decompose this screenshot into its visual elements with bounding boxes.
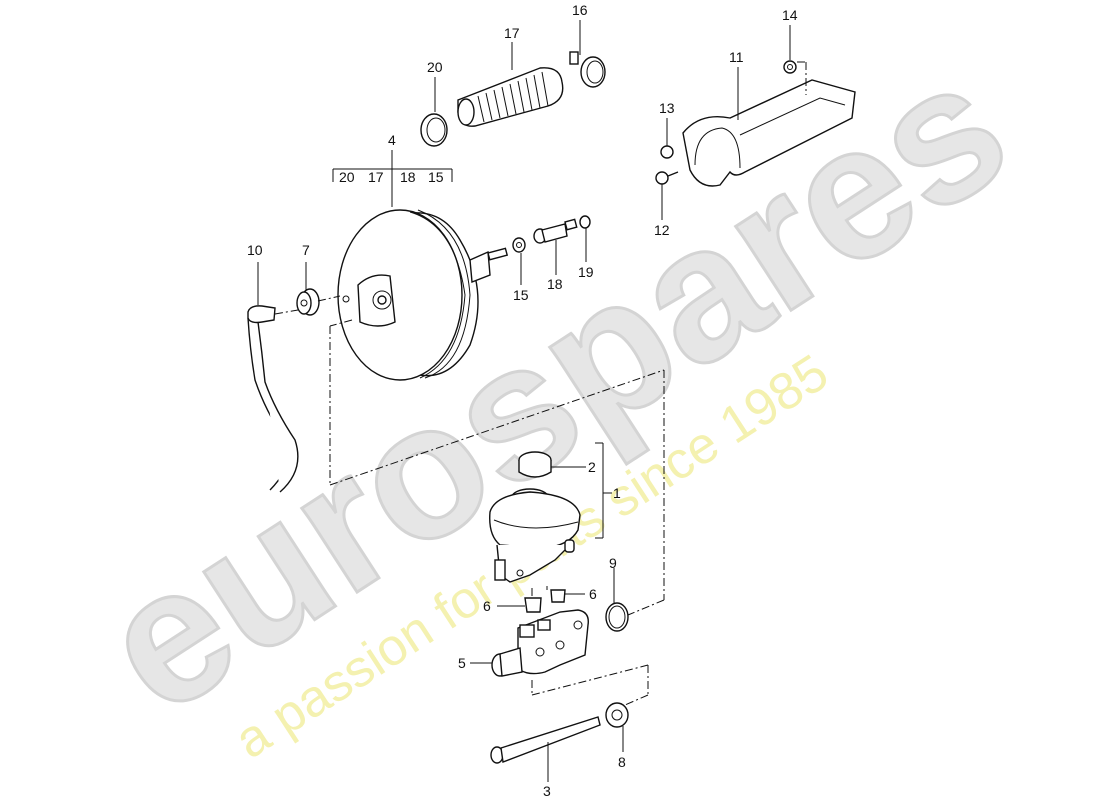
callout-6b: 6 <box>589 586 597 602</box>
callout-6a: 6 <box>483 598 491 614</box>
part-reservoir <box>489 488 581 583</box>
callout-17: 17 <box>504 25 520 41</box>
part-master-cylinder-5: 5 <box>458 609 589 677</box>
part-nut-14: 14 <box>782 7 807 95</box>
part-o-ring-9: 9 <box>605 555 629 632</box>
part-plug-13: 13 <box>659 100 675 159</box>
part-plug-6a: 6 <box>483 588 542 614</box>
part-nut-8: 8 <box>605 702 629 770</box>
part-hose-clamp-20: 20 <box>420 59 448 147</box>
callout-16: 16 <box>572 2 588 18</box>
part-bolt-12: 12 <box>654 171 679 238</box>
part-threaded-pin-18: 18 <box>533 218 578 292</box>
part-grommet-7: 7 <box>296 242 341 316</box>
group-item-17: 17 <box>368 169 384 185</box>
callout-3: 3 <box>543 783 551 799</box>
part-reservoir-cap-2: 2 <box>518 451 596 478</box>
callout-4: 4 <box>388 132 396 148</box>
callout-7: 7 <box>302 242 310 258</box>
group-item-18: 18 <box>400 169 416 185</box>
part-vacuum-hose-10: 10 <box>247 242 299 493</box>
part-support-bracket-11: 11 <box>682 49 856 187</box>
callout-13: 13 <box>659 100 675 116</box>
callout-5: 5 <box>458 655 466 671</box>
callout-11: 11 <box>729 49 744 65</box>
group-item-15: 15 <box>428 169 444 185</box>
part-plug-6b: 6 <box>546 586 597 603</box>
part-bellows-17: 17 <box>457 25 564 127</box>
callout-1-bracket: 1 <box>595 442 621 539</box>
group-item-20: 20 <box>339 169 355 185</box>
assembly-dash-lines <box>329 319 665 706</box>
callout-10: 10 <box>247 242 263 258</box>
part-brake-booster-4 <box>337 209 509 381</box>
callout-12: 12 <box>654 222 670 238</box>
callout-8: 8 <box>618 754 626 770</box>
callout-15: 15 <box>513 287 529 303</box>
callout-19: 19 <box>578 264 594 280</box>
part-nut-15: 15 <box>512 237 529 303</box>
callout-1: 1 <box>613 485 621 501</box>
part-washer-19: 19 <box>578 215 594 280</box>
callout-14: 14 <box>782 7 798 23</box>
callout-9: 9 <box>609 555 617 571</box>
callout-2: 2 <box>588 459 596 475</box>
callout-18: 18 <box>547 276 563 292</box>
part-hose-clamp-16: 16 <box>569 2 606 88</box>
group-bracket: 4 20 17 18 15 <box>332 132 453 207</box>
callout-20: 20 <box>427 59 443 75</box>
part-long-bolt-3: 3 <box>490 716 601 799</box>
